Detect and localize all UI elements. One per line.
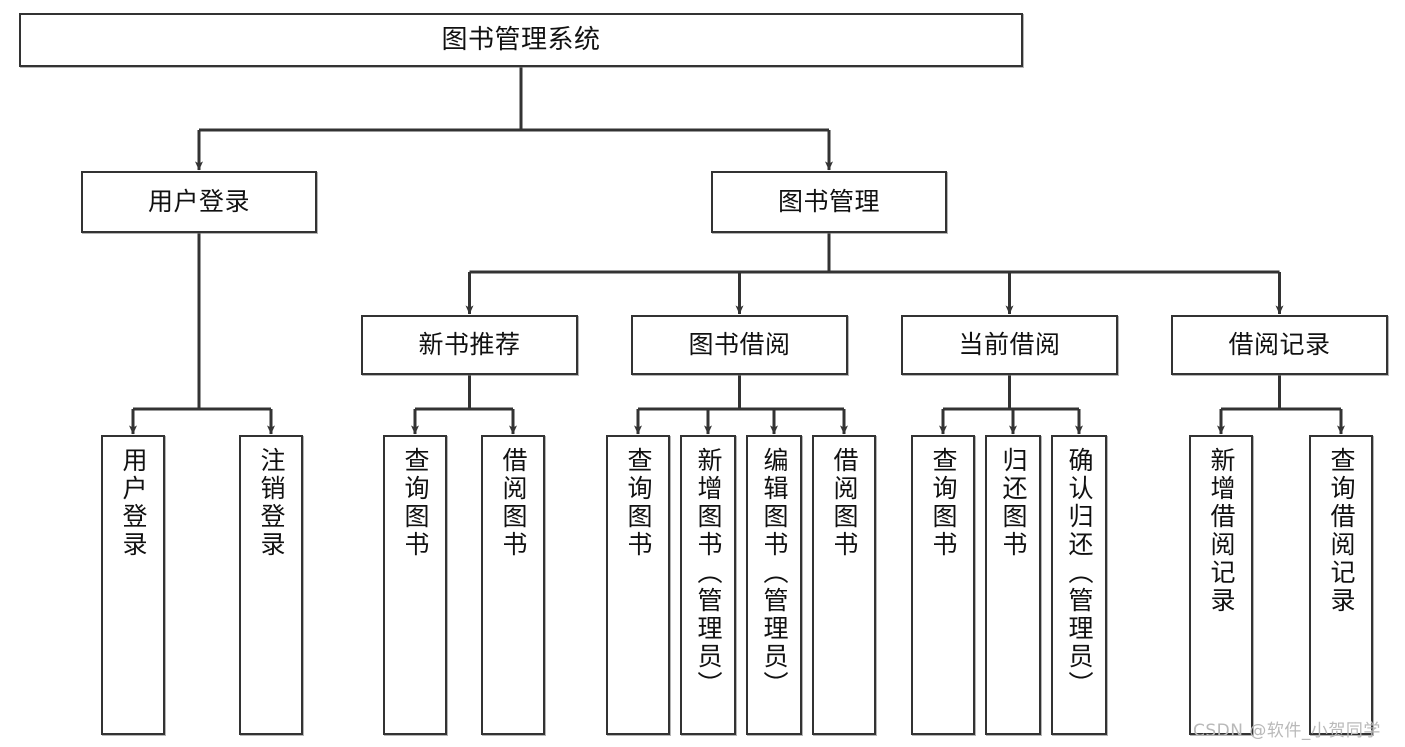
leaf-confirm-return-admin[interactable]: 确认归还（管理员） <box>1051 435 1107 735</box>
node-borrow-record[interactable]: 借阅记录 <box>1171 315 1388 375</box>
node-book-borrow[interactable]: 图书借阅 <box>631 315 848 375</box>
leaf-user-login-label: 用户登录 <box>119 447 148 559</box>
node-current-borrow-label: 当前借阅 <box>958 330 1061 360</box>
csdn-watermark: CSDN @软件_小贺同学 <box>1193 721 1381 741</box>
leaf-logout-label: 注销登录 <box>257 447 286 559</box>
leaf-borrow-book[interactable]: 借阅图书 <box>812 435 876 735</box>
leaf-edit-book-admin[interactable]: 编辑图书（管理员） <box>746 435 802 735</box>
leaf-edit-book-admin-label: 编辑图书（管理员） <box>760 447 789 699</box>
node-new-book-recommend[interactable]: 新书推荐 <box>361 315 578 375</box>
leaf-return-book-label: 归还图书 <box>999 447 1028 559</box>
node-book-management-label: 图书管理 <box>777 187 880 217</box>
node-book-management[interactable]: 图书管理 <box>711 171 947 233</box>
leaf-add-borrow-record[interactable]: 新增借阅记录 <box>1189 435 1253 735</box>
leaf-confirm-return-admin-label: 确认归还（管理员） <box>1065 447 1094 699</box>
node-borrow-record-label: 借阅记录 <box>1228 330 1331 360</box>
leaf-add-book-admin[interactable]: 新增图书（管理员） <box>680 435 736 735</box>
leaf-borrow-book-recommend[interactable]: 借阅图书 <box>481 435 545 735</box>
leaf-query-borrow-record[interactable]: 查询借阅记录 <box>1309 435 1373 735</box>
leaf-add-borrow-record-label: 新增借阅记录 <box>1207 447 1236 615</box>
node-current-borrow[interactable]: 当前借阅 <box>901 315 1118 375</box>
leaf-query-book-current[interactable]: 查询图书 <box>911 435 975 735</box>
leaf-query-book-borrow[interactable]: 查询图书 <box>606 435 670 735</box>
node-book-borrow-label: 图书借阅 <box>688 330 791 360</box>
node-user-login-label: 用户登录 <box>147 187 250 217</box>
leaf-borrow-book-label: 借阅图书 <box>830 447 859 559</box>
leaf-borrow-book-recommend-label: 借阅图书 <box>499 447 528 559</box>
edge-paths <box>129 67 1345 435</box>
leaf-query-book-current-label: 查询图书 <box>929 447 958 559</box>
node-new-book-recommend-label: 新书推荐 <box>418 330 521 360</box>
leaf-user-login[interactable]: 用户登录 <box>101 435 165 735</box>
node-root[interactable]: 图书管理系统 <box>19 13 1023 67</box>
leaf-add-book-admin-label: 新增图书（管理员） <box>694 447 723 699</box>
node-user-login[interactable]: 用户登录 <box>81 171 317 233</box>
leaf-query-borrow-record-label: 查询借阅记录 <box>1327 447 1356 615</box>
leaf-return-book[interactable]: 归还图书 <box>985 435 1041 735</box>
node-root-label: 图书管理系统 <box>441 24 601 55</box>
leaf-query-book-recommend[interactable]: 查询图书 <box>383 435 447 735</box>
leaf-logout[interactable]: 注销登录 <box>239 435 303 735</box>
leaf-query-book-recommend-label: 查询图书 <box>401 447 430 559</box>
leaf-query-book-borrow-label: 查询图书 <box>624 447 653 559</box>
